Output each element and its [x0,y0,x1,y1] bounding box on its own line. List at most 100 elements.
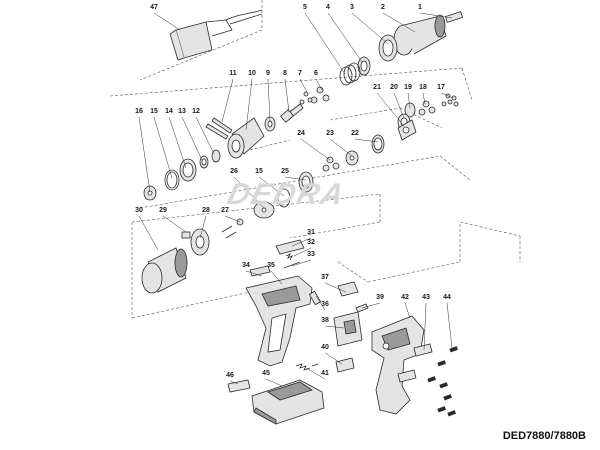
leader-c11 [221,78,234,123]
leader-c23 [329,138,353,157]
leader-c19 [407,92,411,109]
callout-c8: 8 [283,70,287,77]
part-21-carrier [397,119,417,141]
part-6-washers [310,86,330,104]
part-47-charger [169,9,263,61]
part-4-ring [357,56,371,76]
callout-c43: 43 [422,294,430,301]
leader-c5 [304,12,346,75]
part-12-washer [211,149,221,163]
callout-c26: 26 [230,168,238,175]
callout-c41: 41 [321,370,329,377]
part-33-pin [283,261,301,269]
leader-c16 [138,116,151,193]
part-2-keyless-chuck [393,14,447,56]
brand-watermark: DEDRA [224,178,349,211]
callout-c40: 40 [321,344,329,351]
leader-c28 [199,215,207,239]
part-28-gearbox-plate [190,228,210,256]
part-46-label [227,379,251,393]
leader-c24 [300,138,331,161]
leader-c25 [284,176,307,181]
leader-c43 [423,302,427,351]
part-19-gear [404,102,416,118]
leader-c6 [315,78,323,91]
part-38-switch [333,311,363,347]
part-13-ring [199,155,209,169]
callout-c3: 3 [350,4,354,11]
callout-c17: 17 [437,84,445,91]
part-25-ring [298,171,314,193]
part-15b-washer [277,188,291,208]
callout-c15b: 15 [255,168,263,175]
leader-c32 [293,247,312,257]
leader-c36 [315,295,326,311]
leader-c15b [258,176,285,197]
callout-c27: 27 [221,207,229,214]
callout-c4: 4 [326,4,330,11]
callout-c9: 9 [266,70,270,77]
callout-c28: 28 [202,207,210,214]
callout-c36: 36 [321,301,329,308]
leader-c20 [393,92,405,119]
leader-c34 [245,270,263,277]
part-5-spring [339,62,361,86]
leader-c15a [153,116,173,179]
part-11-pins [205,117,233,140]
part-30-motor [141,247,188,294]
callout-c5: 5 [303,4,307,11]
leader-c46 [229,380,239,385]
callout-c45: 45 [262,370,270,377]
leader-c4 [327,12,363,63]
callout-c25: 25 [281,168,289,175]
leader-c35 [270,270,283,285]
leader-c47 [153,12,181,31]
leader-c1 [419,12,453,19]
part-26-disc [253,201,275,219]
callout-c23: 23 [326,130,334,137]
leader-c40 [324,352,343,365]
callout-c19: 19 [404,84,412,91]
part-41-spring [295,363,319,371]
part-42-housing-half [371,315,425,415]
callout-c11: 11 [229,70,237,77]
part-8-spindle [280,103,304,123]
callout-c35: 35 [267,262,275,269]
part-23-planet-carrier [345,150,359,166]
leader-c14 [168,116,187,169]
part-29-pinion [181,231,191,239]
leader-c44 [446,302,453,349]
leader-c18 [422,92,426,105]
part-45-battery [251,379,325,425]
callout-c13: 13 [178,108,186,115]
part-1-screw [444,11,464,23]
leader-c33 [291,259,312,267]
part-40-contact [335,357,355,373]
callout-c39: 39 [376,294,384,301]
callout-c2: 2 [381,4,385,11]
callout-c15a: 15 [150,108,158,115]
leader-c12 [195,116,215,155]
callout-c6: 6 [314,70,318,77]
leader-c8 [284,78,290,113]
leader-c17 [440,92,454,99]
callout-c18: 18 [419,84,427,91]
part-22-ring [371,134,385,154]
callout-c24: 24 [297,130,305,137]
leader-c9 [267,78,271,123]
callout-c34: 34 [242,262,250,269]
leader-c45 [265,378,283,387]
leader-c31 [291,237,312,247]
leader-c29 [162,215,187,233]
callout-c47: 47 [150,4,158,11]
leader-c13 [181,116,203,161]
assembly-guide-lines [109,0,521,319]
part-17-balls [441,93,459,107]
callout-c16: 16 [135,108,143,115]
part-16-pinion [143,185,157,201]
part-35-housing-half [245,275,313,367]
leader-c42 [404,302,411,319]
model-title: DED7880/7880B [502,430,586,442]
leader-c41 [305,367,326,380]
